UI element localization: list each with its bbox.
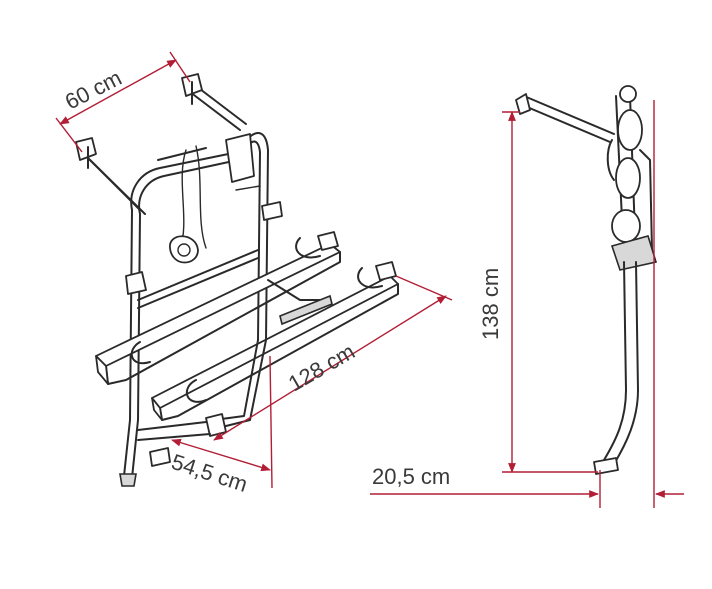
dimension-height — [502, 111, 598, 473]
top-hook-arms — [75, 73, 247, 215]
bike-rail-lower — [151, 261, 399, 421]
rack-front-view — [75, 73, 399, 487]
dimension-depth — [370, 100, 684, 508]
rack-side-view — [515, 85, 658, 475]
dimension-rail-length — [213, 275, 453, 441]
dimension-lines — [55, 51, 684, 508]
label-top-width: 60 cm — [61, 65, 126, 114]
label-rail-length: 128 cm — [284, 339, 359, 397]
label-height: 138 cm — [478, 268, 503, 340]
dimension-top-width — [55, 51, 191, 153]
dimension-rail-spacing — [171, 355, 273, 489]
upper-clamp — [125, 133, 283, 295]
label-rail-spacing: 54,5 cm — [168, 449, 250, 497]
label-depth: 20,5 cm — [372, 464, 450, 489]
